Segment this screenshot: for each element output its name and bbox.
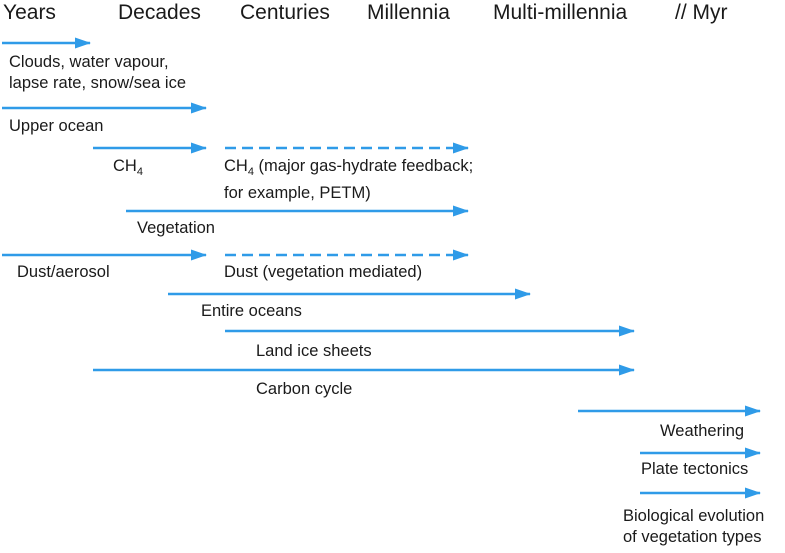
label-ch4-long: CH4 (major gas-hydrate feedback; for exa… — [224, 156, 473, 204]
header-decades: Decades — [118, 1, 201, 24]
label-ch4-short-base: CH — [113, 157, 137, 175]
label-bio-line2: of vegetation types — [623, 528, 762, 546]
header-myr: // Myr — [675, 1, 728, 24]
label-weathering: Weathering — [660, 422, 745, 440]
label-ch4-long-rest: (major gas-hydrate feedback; — [253, 157, 474, 175]
label-dust-vegetation: Dust (vegetation mediated) — [224, 263, 423, 281]
label-plate-tectonics: Plate tectonics — [641, 460, 749, 478]
header-millennia: Millennia — [367, 1, 450, 24]
label-clouds-line1: Clouds, water vapour, — [9, 53, 169, 71]
label-dust-aerosol: Dust/aerosol — [17, 263, 110, 281]
header-multi-millennia: Multi-millennia — [493, 1, 628, 24]
label-entire-oceans: Entire oceans — [201, 302, 302, 320]
label-upper-ocean: Upper ocean — [9, 117, 104, 135]
header-years: Years — [3, 1, 56, 24]
label-land-ice-sheets: Land ice sheets — [256, 342, 372, 360]
label-ch4-long-subscript: 4 — [247, 166, 254, 178]
label-biological-evolution: Biological evolution of vegetation types — [623, 506, 764, 548]
label-carbon-cycle: Carbon cycle — [256, 380, 353, 398]
label-vegetation: Vegetation — [137, 219, 215, 237]
label-bio-line1: Biological evolution — [623, 507, 765, 525]
label-clouds: Clouds, water vapour, lapse rate, snow/s… — [9, 52, 186, 94]
label-clouds-line2: lapse rate, snow/sea ice — [9, 74, 187, 92]
label-ch4-long-base: CH — [224, 157, 248, 175]
label-ch4-short: CH4 — [113, 156, 143, 183]
label-ch4-long-line2: for example, PETM) — [224, 184, 371, 202]
header-centuries: Centuries — [240, 1, 330, 24]
label-ch4-short-subscript: 4 — [136, 166, 143, 178]
